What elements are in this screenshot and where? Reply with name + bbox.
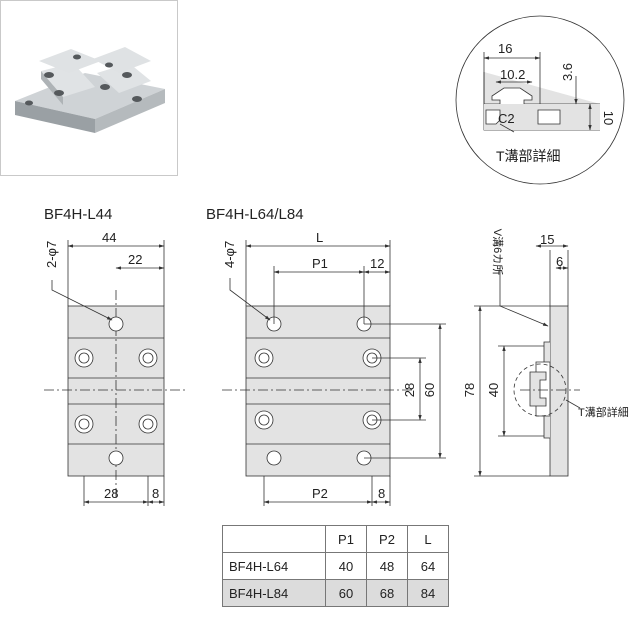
table-cell-name: BF4H-L64 (222, 552, 326, 580)
table-cell-p1: 40 (325, 552, 367, 580)
dim-d10: 10 (601, 111, 616, 125)
table-cell-l: 64 (407, 552, 449, 580)
dim-l44-edge: 8 (152, 486, 159, 501)
table-header-cell: P2 (366, 525, 408, 553)
dim-l64-h28: 28 (402, 383, 417, 397)
dim-l64-p1: P1 (312, 256, 328, 271)
table-header-cell: P1 (325, 525, 367, 553)
table-header-cell (222, 525, 326, 553)
table-header-cell: L (407, 525, 449, 553)
table-cell-name: BF4H-L84 (222, 579, 326, 607)
v-groove-label: V溝6カ所 (491, 229, 504, 275)
dim-l44-half: 22 (128, 252, 142, 267)
dim-d102: 10.2 (500, 67, 525, 82)
product-photo-frame (0, 0, 178, 176)
dim-c2: C2 (498, 111, 515, 126)
dim-side-h78: 78 (462, 383, 477, 397)
table-row: BF4H-L64 40 48 64 (222, 552, 449, 580)
spec-table: P1 P2 L BF4H-L64 40 48 64 BF4H-L84 60 68… (222, 525, 449, 607)
dim-l64-holes: 4-φ7 (222, 241, 237, 268)
tslot-side-label: T溝部詳細 (578, 407, 629, 419)
dim-side-w6: 6 (556, 254, 563, 269)
dim-l64-h60: 60 (422, 383, 437, 397)
dim-l44-pitch: 28 (104, 486, 118, 501)
product-photo (15, 47, 165, 133)
table-cell-l: 84 (407, 579, 449, 607)
table-cell-p1: 60 (325, 579, 367, 607)
tslot-detail-title: T溝部詳細 (496, 148, 561, 164)
dim-d36: 3.6 (560, 63, 575, 81)
dim-side-w15: 15 (540, 232, 554, 247)
detail-circle (455, 15, 625, 185)
view-title-l64: BF4H-L64/L84 (206, 206, 304, 223)
table-header-row: P1 P2 L (222, 525, 449, 553)
dim-l64-p2: P2 (312, 486, 328, 501)
dim-d16: 16 (498, 41, 512, 56)
dim-side-h40: 40 (486, 383, 501, 397)
dim-l64-p1-edge: 12 (370, 256, 384, 271)
table-cell-p2: 48 (366, 552, 408, 580)
table-row: BF4H-L84 60 68 84 (222, 579, 449, 607)
table-cell-p2: 68 (366, 579, 408, 607)
dim-l44-w: 44 (102, 230, 116, 245)
view-title-l44: BF4H-L44 (44, 206, 113, 223)
dim-l44-holes: 2-φ7 (44, 241, 59, 268)
dim-l64-edge: 8 (378, 486, 385, 501)
dim-l64-w: L (316, 230, 323, 245)
